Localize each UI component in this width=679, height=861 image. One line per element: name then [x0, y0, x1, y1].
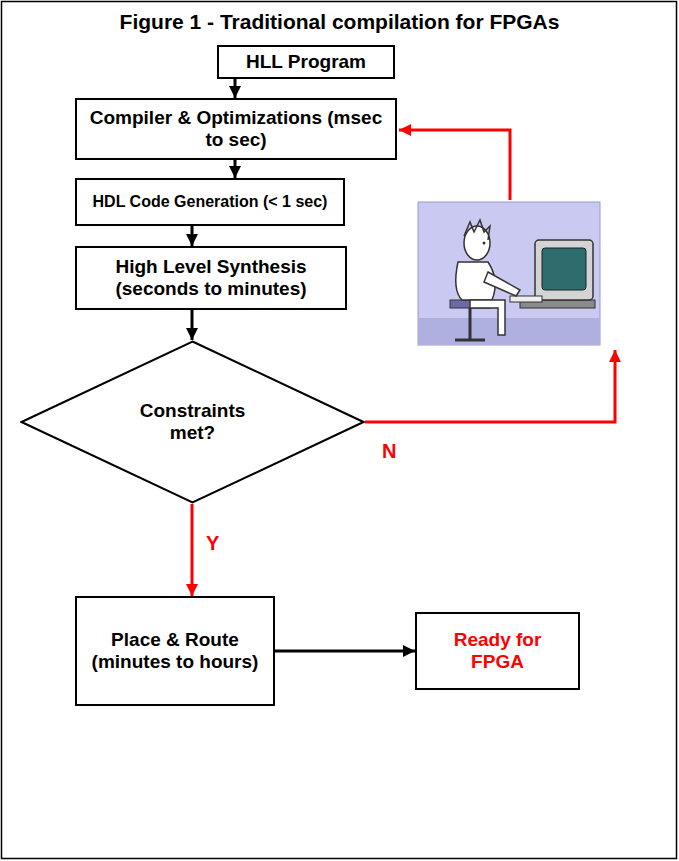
node-text: High Level Synthesis (seconds to minutes… — [85, 256, 337, 300]
flow-arrow — [191, 226, 194, 246]
flow-arrow — [191, 310, 194, 340]
branch-label: Y — [206, 532, 219, 555]
flow-arrow — [275, 650, 415, 653]
node-text: HLL Program — [246, 51, 366, 73]
feedback-line — [399, 130, 510, 200]
node-text: Compiler & Optimizations (msec to sec) — [85, 107, 387, 151]
no-branch-line — [365, 350, 615, 422]
process-box: HDL Code Generation (< 1 sec) — [75, 178, 345, 226]
decision-diamond: Constraints met? — [20, 340, 365, 504]
node-text: HDL Code Generation (< 1 sec) — [93, 193, 328, 211]
flow-arrow — [234, 160, 237, 178]
flow-arrow — [234, 79, 237, 98]
node-text: Place & Route (minutes to hours) — [90, 629, 260, 673]
process-box: Compiler & Optimizations (msec to sec) — [75, 98, 397, 160]
node-text: Ready for FPGA — [443, 629, 553, 673]
node-text: Constraints met? — [123, 400, 263, 444]
branch-label: N — [382, 440, 396, 463]
process-box: Place & Route (minutes to hours) — [75, 596, 275, 706]
process-box: High Level Synthesis (seconds to minutes… — [75, 246, 347, 310]
programmer-illustration — [418, 202, 600, 345]
figure-title: Figure 1 - Traditional compilation for F… — [0, 10, 679, 34]
flow-arrow — [191, 504, 194, 596]
end-box: Ready for FPGA — [415, 612, 580, 690]
start-box: HLL Program — [217, 45, 395, 79]
